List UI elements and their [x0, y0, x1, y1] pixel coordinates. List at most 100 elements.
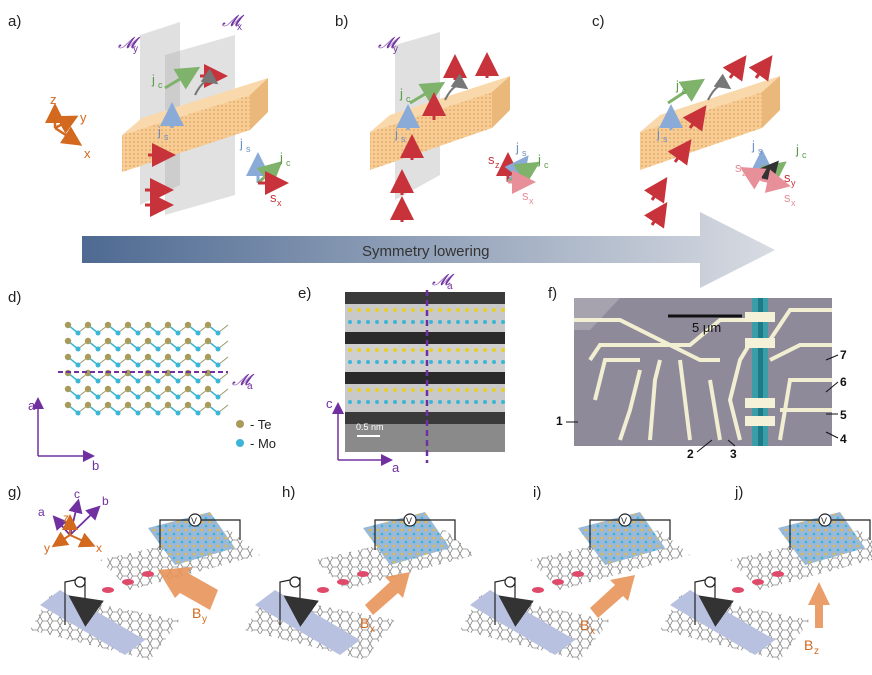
te-atom	[64, 401, 72, 409]
atom-column	[456, 320, 460, 324]
atom-column	[474, 320, 478, 324]
svg-text:z: z	[63, 511, 69, 525]
svg-text:s: s	[784, 190, 791, 205]
atom-column	[420, 400, 424, 404]
mo-atom	[75, 362, 81, 368]
atom-column	[429, 308, 433, 312]
atom-column	[492, 388, 496, 392]
axis-label-z: z	[50, 92, 57, 107]
panel-b-slab	[370, 32, 510, 200]
mo-atom	[175, 362, 181, 368]
te-atom	[84, 321, 92, 329]
svg-text:B: B	[580, 617, 589, 633]
mirror-plane-my-sub: y	[133, 44, 138, 55]
atom-column	[402, 320, 406, 324]
te-atom	[124, 401, 132, 409]
stem-image-e	[345, 292, 505, 452]
te-atom	[124, 321, 132, 329]
atom-column	[357, 320, 361, 324]
atom-column	[429, 360, 433, 364]
mo-atom	[135, 410, 141, 416]
crystal-structure-d	[64, 321, 229, 416]
scale-bar-e-label: 0.5 nm	[356, 422, 384, 432]
mo-atom	[135, 362, 141, 368]
atom-column	[465, 320, 469, 324]
crystal-axes-d: a b	[28, 397, 99, 473]
mo-atom	[195, 330, 201, 336]
scale-bar-f-label: 5 μm	[692, 320, 721, 335]
mo-atom	[175, 394, 181, 400]
mo-atom	[115, 330, 121, 336]
svg-text:x: x	[96, 541, 102, 555]
device-schematic-i: V	[460, 512, 690, 660]
atom-column	[429, 348, 433, 352]
te-atom	[104, 321, 112, 329]
mo-atom	[115, 346, 121, 352]
coordinate-axes-g: a c b z y x	[38, 487, 109, 555]
svg-text:- Te: - Te	[250, 417, 271, 432]
atom-column	[393, 360, 397, 364]
svg-text:s: s	[522, 148, 527, 158]
svg-text:2: 2	[687, 447, 694, 461]
mo-atom	[75, 394, 81, 400]
jc-arrow-a	[164, 66, 201, 90]
mo-atom	[155, 410, 161, 416]
te-atom	[204, 353, 212, 361]
atom-column	[384, 388, 388, 392]
mo-atom	[195, 362, 201, 368]
atom-column	[348, 308, 352, 312]
atom-column	[402, 400, 406, 404]
svg-text:B: B	[192, 605, 201, 621]
svg-text:6: 6	[840, 375, 847, 389]
svg-text:a: a	[447, 281, 453, 292]
te-atom	[104, 401, 112, 409]
atom-column	[357, 400, 361, 404]
js-label-a: j	[157, 124, 161, 139]
device-schematic-h: V	[245, 512, 475, 660]
mo-atom	[155, 330, 161, 336]
jc-label-a: j	[151, 72, 155, 87]
atom-column	[402, 388, 406, 392]
svg-text:s: s	[164, 132, 169, 142]
mo-atom	[95, 362, 101, 368]
atom-column	[366, 400, 370, 404]
crystal-axes-e: c a	[326, 396, 400, 475]
svg-text:j: j	[399, 86, 403, 101]
atom-column	[348, 320, 352, 324]
svg-text:7: 7	[840, 348, 847, 362]
te-atom	[164, 385, 172, 393]
atom-column	[456, 388, 460, 392]
te-atom	[144, 385, 152, 393]
mo-atom	[95, 410, 101, 416]
atom-column	[375, 360, 379, 364]
mirror-plane-my-label-b: 𝓜	[378, 33, 401, 52]
atom-column	[357, 360, 361, 364]
axis-label-y: y	[80, 110, 87, 125]
vector-triad-a: j s j c s x	[239, 136, 291, 208]
atom-column	[375, 320, 379, 324]
atom-column	[420, 348, 424, 352]
mo-atom	[95, 330, 101, 336]
panel-label-e: e)	[298, 285, 311, 302]
spin-arrows-a	[145, 64, 228, 217]
atom-column	[465, 388, 469, 392]
atom-column	[456, 308, 460, 312]
svg-text:y: y	[44, 541, 50, 555]
svg-text:𝓜: 𝓜	[432, 270, 455, 289]
svg-text:y: y	[202, 614, 207, 625]
svg-text:x: x	[791, 198, 796, 208]
svg-text:x: x	[529, 196, 534, 206]
te-atom	[184, 337, 192, 345]
svg-text:1: 1	[556, 414, 563, 428]
atom-column	[348, 388, 352, 392]
mo-atom	[215, 330, 221, 336]
svg-text:a: a	[28, 398, 36, 413]
mo-atom	[95, 346, 101, 352]
te-atom	[64, 321, 72, 329]
atom-column	[492, 348, 496, 352]
te-atom	[184, 385, 192, 393]
svg-text:y: y	[791, 178, 796, 188]
atom-column	[501, 400, 505, 404]
mo-atom	[215, 410, 221, 416]
te-atom	[84, 353, 92, 361]
